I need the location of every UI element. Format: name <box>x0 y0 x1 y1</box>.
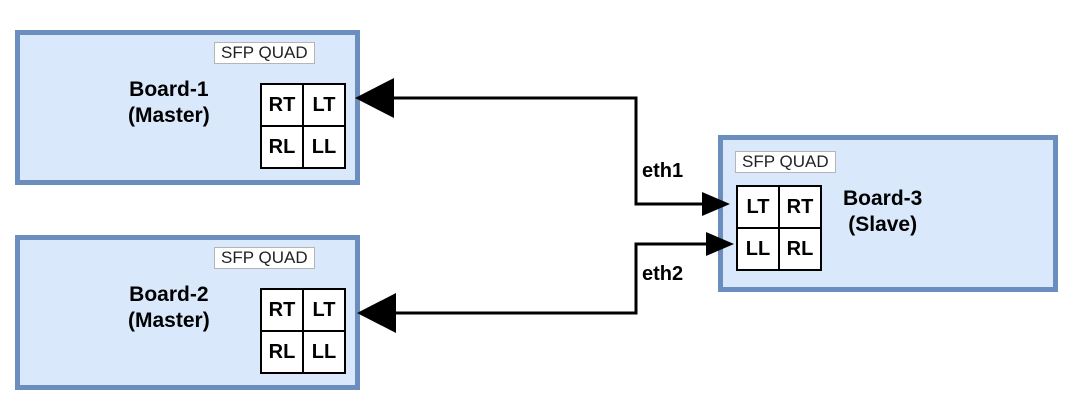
board-name: Board-1 <box>129 78 209 101</box>
board-role: (Master) <box>128 104 210 128</box>
port-lt: LT <box>737 186 779 228</box>
port-ll: LL <box>303 331 345 373</box>
board-1-label: Board-1 (Master) <box>128 77 210 130</box>
port-rt: RT <box>779 186 821 228</box>
eth2-link <box>396 242 706 315</box>
port-ll: LL <box>303 126 345 168</box>
board-role: (Master) <box>128 309 210 333</box>
port-ll: LL <box>737 228 779 270</box>
board-1: SFP QUAD Board-1 (Master) RT LT RL LL <box>15 30 360 185</box>
sfp-quad-ports: RT LT RL LL <box>260 83 346 169</box>
board-name: Board-3 <box>843 187 923 210</box>
sfp-quad-tag: SFP QUAD <box>214 247 315 269</box>
board-name: Board-2 <box>129 283 209 306</box>
board-role: (Slave) <box>848 213 918 237</box>
sfp-quad-tag: SFP QUAD <box>735 151 836 173</box>
port-lt: LT <box>303 84 345 126</box>
eth1-link <box>392 96 702 206</box>
eth2-arrow-board3 <box>706 232 734 256</box>
port-rl: RL <box>261 331 303 373</box>
port-rt: RT <box>261 289 303 331</box>
sfp-quad-tag: SFP QUAD <box>214 42 315 64</box>
port-rl: RL <box>779 228 821 270</box>
board-2: SFP QUAD Board-2 (Master) RT LT RL LL <box>15 235 360 390</box>
board-3-label: Board-3 (Slave) <box>843 186 922 239</box>
eth2-label: eth2 <box>642 263 684 285</box>
port-lt: LT <box>303 289 345 331</box>
sfp-quad-ports: LT RT LL RL <box>736 185 822 271</box>
port-rt: RT <box>261 84 303 126</box>
eth1-arrow-board3 <box>702 192 730 216</box>
sfp-quad-ports: RT LT RL LL <box>260 288 346 374</box>
eth1-arrow-board1 <box>355 78 394 118</box>
eth1-label: eth1 <box>642 160 684 182</box>
board-3: SFP QUAD LT RT LL RL Board-3 (Slave) <box>718 135 1058 292</box>
eth2-arrow-board2 <box>357 293 396 333</box>
board-2-label: Board-2 (Master) <box>128 282 210 335</box>
port-rl: RL <box>261 126 303 168</box>
